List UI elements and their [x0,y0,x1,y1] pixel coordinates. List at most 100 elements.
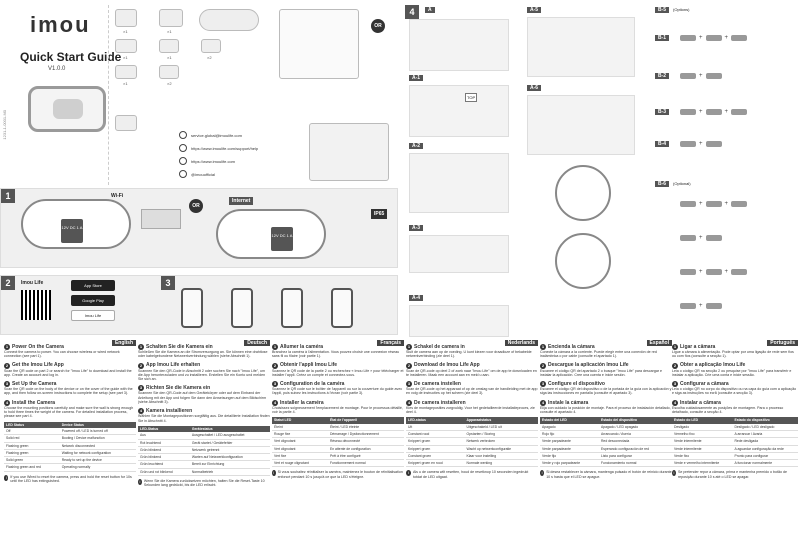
power-adapter-right: 12V DC 1 A [271,227,293,251]
step-body: Escanee el código QR del apartado 2 o bu… [540,368,663,377]
support-links: service.global@imoulife.com https://www.… [179,131,258,178]
hand-scan-illustration [309,123,389,181]
email-link[interactable]: service.global@imoulife.com [179,131,258,139]
install-illustration-a6 [527,95,635,155]
qty-label: ×1 [123,55,128,60]
info-icon: i [4,474,9,481]
step-body: Elija con cuidado la posición de montaje… [540,405,671,415]
connector-row: + [680,141,722,147]
step-body: Connect the camera to power. You can cho… [4,350,120,359]
step-tag: B-4 [655,141,670,147]
info-icon: i [540,470,545,477]
step-body: Choose the mounting positions carefully … [4,405,134,419]
qty-label: ×1 [167,29,172,34]
install-illustration-a5 [527,17,635,77]
step-body: Conecte la cámara a la corriente. Puede … [540,350,657,359]
globe-icon [179,157,187,165]
phone-step-3 [281,288,303,328]
qr-code[interactable] [21,290,51,320]
install-illustration-a4 [409,305,509,337]
section-number: 2 [1,276,15,290]
qty-label: ×2 [207,55,212,60]
step-body: Leia o código QR na secção 2 ou pesquise… [672,368,792,377]
section-number: 4 [405,5,419,19]
step-body: Scannen Sie den QR-Code in Abschnitt 2 o… [138,368,266,382]
step-body: Scannez le QR code de la partie 2 ou rec… [272,368,404,377]
social-link[interactable]: @imouofficial [179,170,258,178]
install-illustration-a3 [409,235,509,273]
install-illustration-a [409,19,509,71]
step-body: Escanee el código QR del dispositivo o d… [540,387,672,396]
step-body: Scan de QR-code op deel 2 of zoek naar "… [406,368,537,377]
step-body: Scannez le QR code sur le boîtier de l'a… [272,387,403,396]
or-badge: OR [371,19,385,33]
imou-life-app-button[interactable]: Imou Life [71,310,115,321]
anchor-item [159,65,179,79]
info-icon: i [672,470,676,477]
step-tag: A-2 [409,143,424,149]
app-store-button[interactable]: App Store [71,280,115,291]
step-body: Escolha cuidadosamente as posições de mo… [672,405,784,415]
screw-pack-item [115,65,137,79]
qty-label: ×2 [167,81,172,86]
bracket-item [115,39,137,53]
step-tag: B-5 [655,7,670,13]
step-body: Sluit de camera aan op de voeding. U kun… [406,350,532,359]
step-tag: A-4 [409,295,424,301]
qty-label: ×1 [167,55,172,60]
mail-icon [115,115,137,131]
google-play-button[interactable]: Google Play [71,295,115,306]
help-link[interactable]: https://www.imoulife.com/support/help [179,144,258,152]
top-label: TOP [465,93,478,102]
router-illustration [141,209,181,229]
camera-illustration [28,86,106,132]
connector-row: + [680,235,722,241]
adapter-item [159,9,183,27]
phone-step-1 [181,288,203,328]
connector-row: + [680,303,722,309]
camera-adjust-illustration [555,233,611,289]
step-tag: A [425,7,435,13]
connector-row: + [680,73,722,79]
qty-label: ×1 [123,81,128,86]
section-number: 1 [1,189,15,203]
website-link[interactable]: https://www.imoulife.com [179,157,258,165]
wifi-label: Wi-Fi [111,193,124,199]
phone-step-4 [331,288,353,328]
optional-label: (Optional) [673,181,691,186]
